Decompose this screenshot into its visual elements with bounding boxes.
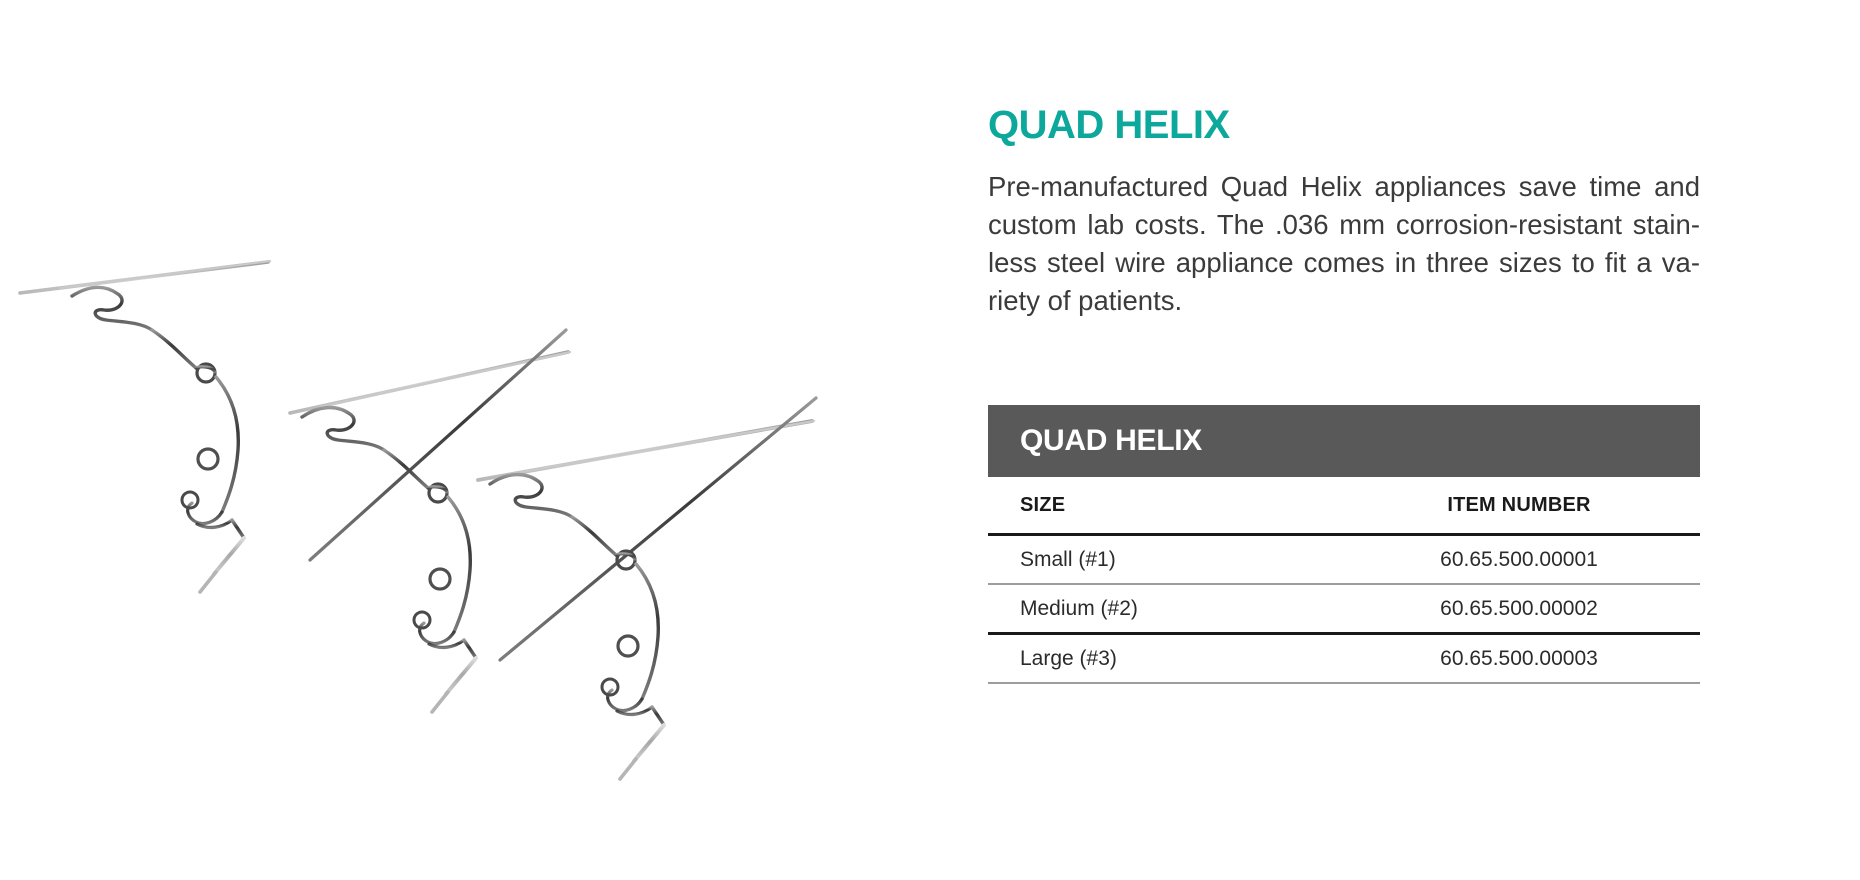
table-rule-heavy bbox=[988, 533, 1700, 536]
cell-item-number: 60.65.500.00003 bbox=[1440, 646, 1598, 670]
table-rule-light bbox=[988, 682, 1700, 684]
appliance-small bbox=[18, 259, 272, 594]
page-title: QUAD HELIX bbox=[988, 103, 1230, 147]
spec-table-column-headers: SIZE ITEM NUMBER bbox=[988, 477, 1700, 533]
table-rule-heavy bbox=[988, 632, 1700, 635]
cell-size: Small (#1) bbox=[1020, 547, 1116, 571]
column-header-item-number: ITEM NUMBER bbox=[1447, 493, 1591, 516]
cell-size: Medium (#2) bbox=[1020, 596, 1138, 620]
column-header-size: SIZE bbox=[1020, 493, 1066, 516]
table-rule-light bbox=[988, 583, 1700, 585]
product-description: Pre-manufactured Quad Helix appliances s… bbox=[988, 171, 1700, 316]
product-content-column: QUAD HELIX Pre-manufactured Quad Helix a… bbox=[988, 0, 1708, 880]
table-row: Medium (#2) 60.65.500.00002 bbox=[988, 585, 1700, 632]
spec-table: QUAD HELIX SIZE ITEM NUMBER Small (#1) 6… bbox=[988, 405, 1700, 684]
spec-table-title: QUAD HELIX bbox=[1020, 424, 1203, 457]
appliance-large bbox=[476, 396, 818, 781]
table-row: Large (#3) 60.65.500.00003 bbox=[988, 635, 1700, 682]
cell-item-number: 60.65.500.00002 bbox=[1440, 596, 1598, 620]
cell-size: Large (#3) bbox=[1020, 646, 1117, 670]
appliance-medium bbox=[288, 328, 572, 714]
cell-item-number: 60.65.500.00001 bbox=[1440, 547, 1598, 571]
table-row: Small (#1) 60.65.500.00001 bbox=[988, 536, 1700, 583]
quad-helix-appliances-photo bbox=[18, 259, 818, 781]
spec-table-header-bar: QUAD HELIX bbox=[988, 405, 1700, 477]
quad-helix-illustration bbox=[18, 259, 818, 781]
